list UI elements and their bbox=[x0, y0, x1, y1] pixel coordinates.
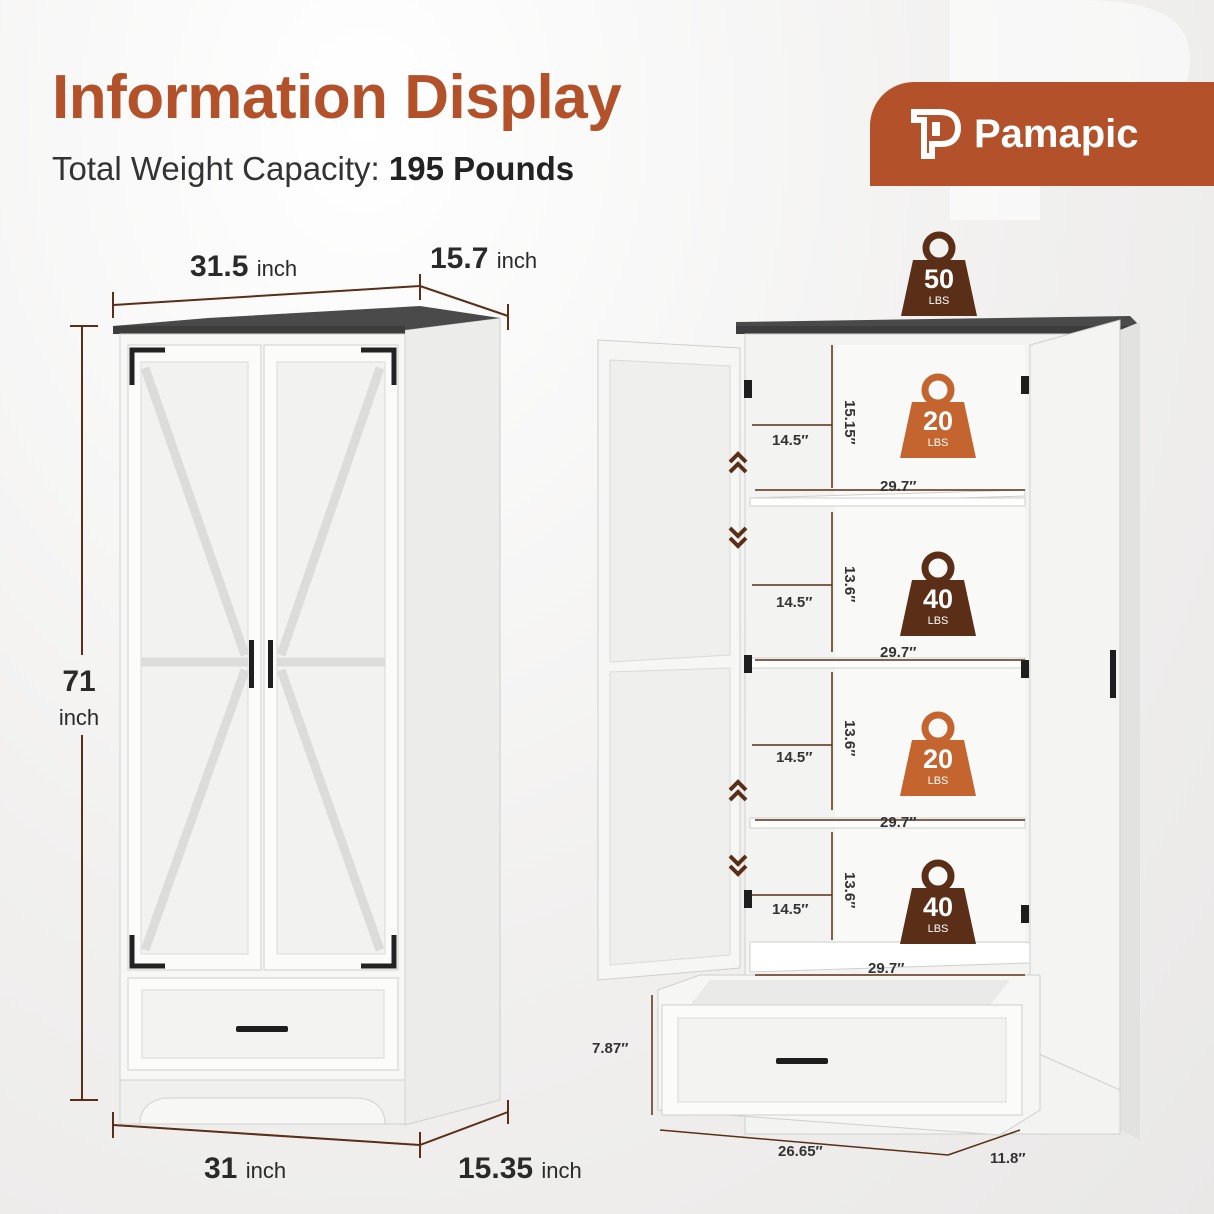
capacity-value: 195 Pounds bbox=[388, 150, 575, 187]
base-width-value: 31 bbox=[204, 1152, 238, 1185]
shelf-2-weight-badge: 40 LBS bbox=[898, 550, 978, 640]
weight-capacity: Total Weight Capacity: 195 Pounds bbox=[52, 150, 574, 188]
shelf-1-weight-unit: LBS bbox=[927, 437, 949, 449]
top-weight-badge: 50 LBS bbox=[899, 230, 979, 320]
top-weight-unit: LBS bbox=[928, 295, 950, 307]
top-width-dimension: 31.5 inch bbox=[190, 250, 297, 284]
weight-icon bbox=[900, 551, 976, 636]
shelf-3-weight-badge: 20 LBS bbox=[898, 710, 978, 800]
top-depth-value: 15.7 bbox=[430, 242, 489, 275]
shelf-3-height: 13.6″ bbox=[841, 720, 858, 757]
shelf-1-depth: 14.5″ bbox=[772, 432, 809, 449]
shelf-4-height: 13.6″ bbox=[841, 872, 858, 909]
shelf-2-height: 13.6″ bbox=[841, 566, 858, 603]
shelf-1-width: 29.7″ bbox=[880, 478, 917, 495]
pamapic-logo-icon bbox=[911, 109, 962, 159]
height-unit: inch bbox=[58, 705, 100, 730]
weight-icon bbox=[901, 231, 977, 316]
weight-icon bbox=[900, 373, 976, 458]
drawer-depth: 11.8″ bbox=[990, 1150, 1026, 1167]
height-dimension: 71 inch bbox=[44, 665, 114, 733]
page-title: Information Display bbox=[52, 63, 622, 132]
shelf-4-weight-value: 40 bbox=[922, 892, 954, 922]
shelf-4-weight-unit: LBS bbox=[927, 923, 949, 935]
weight-icon bbox=[900, 711, 976, 796]
shelf-1-weight-value: 20 bbox=[922, 406, 954, 436]
shelf-4-width: 29.7″ bbox=[868, 960, 905, 977]
shelf-4-depth: 14.5″ bbox=[772, 901, 809, 918]
brand-badge: Pamapic bbox=[870, 82, 1214, 186]
base-depth-dimension: 15.35 inch bbox=[458, 1152, 582, 1186]
shelf-3-weight-unit: LBS bbox=[927, 775, 949, 787]
base-depth-value: 15.35 bbox=[458, 1152, 534, 1185]
top-width-value: 31.5 bbox=[190, 250, 249, 283]
drawer-height: 7.87″ bbox=[592, 1040, 629, 1057]
base-depth-unit: inch bbox=[541, 1158, 582, 1183]
shelf-1-height: 15.15″ bbox=[841, 400, 858, 445]
top-depth-dimension: 15.7 inch bbox=[430, 242, 537, 276]
open-cabinet-illustration bbox=[597, 316, 1140, 1156]
shelf-4-weight-badge: 40 LBS bbox=[898, 858, 978, 948]
base-width-dimension: 31 inch bbox=[204, 1152, 286, 1186]
shelf-2-weight-unit: LBS bbox=[927, 615, 949, 627]
shelf-3-width: 29.7″ bbox=[880, 814, 917, 831]
height-value: 71 bbox=[62, 665, 96, 698]
shelf-2-width: 29.7″ bbox=[880, 644, 917, 661]
weight-icon bbox=[900, 859, 976, 944]
brand-name: Pamapic bbox=[974, 111, 1139, 156]
capacity-label: Total Weight Capacity: bbox=[52, 150, 380, 187]
shelf-2-depth: 14.5″ bbox=[776, 594, 813, 611]
shelf-3-weight-value: 20 bbox=[922, 744, 954, 774]
shelf-1-weight-badge: 20 LBS bbox=[898, 372, 978, 462]
top-width-unit: inch bbox=[256, 256, 298, 281]
base-width-unit: inch bbox=[245, 1158, 287, 1183]
closed-cabinet-illustration bbox=[70, 274, 509, 1158]
drawer-width: 26.65″ bbox=[778, 1143, 823, 1160]
shelf-3-depth: 14.5″ bbox=[776, 749, 813, 766]
top-weight-value: 50 bbox=[923, 264, 955, 294]
top-depth-unit: inch bbox=[496, 248, 538, 273]
shelf-2-weight-value: 40 bbox=[922, 584, 954, 614]
